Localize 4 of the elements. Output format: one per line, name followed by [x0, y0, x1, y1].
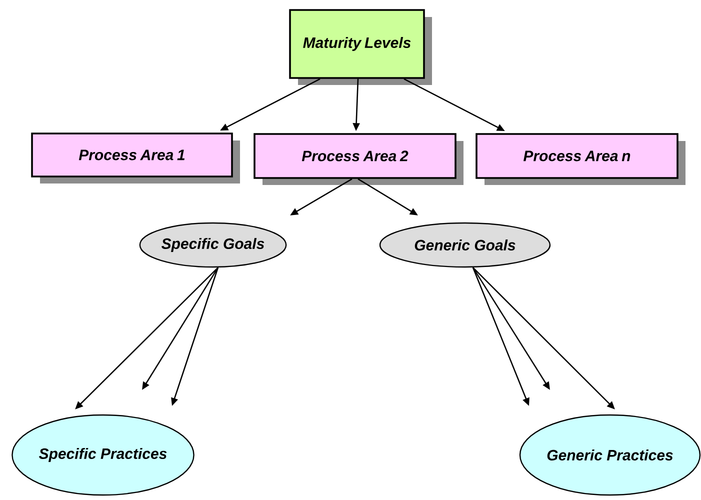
process-box: Process Area n: [476, 133, 686, 185]
level-box: Maturity Levels: [289, 9, 432, 85]
process-box: Process Area 2: [254, 133, 464, 185]
process-box: Process Area 1: [31, 132, 240, 184]
